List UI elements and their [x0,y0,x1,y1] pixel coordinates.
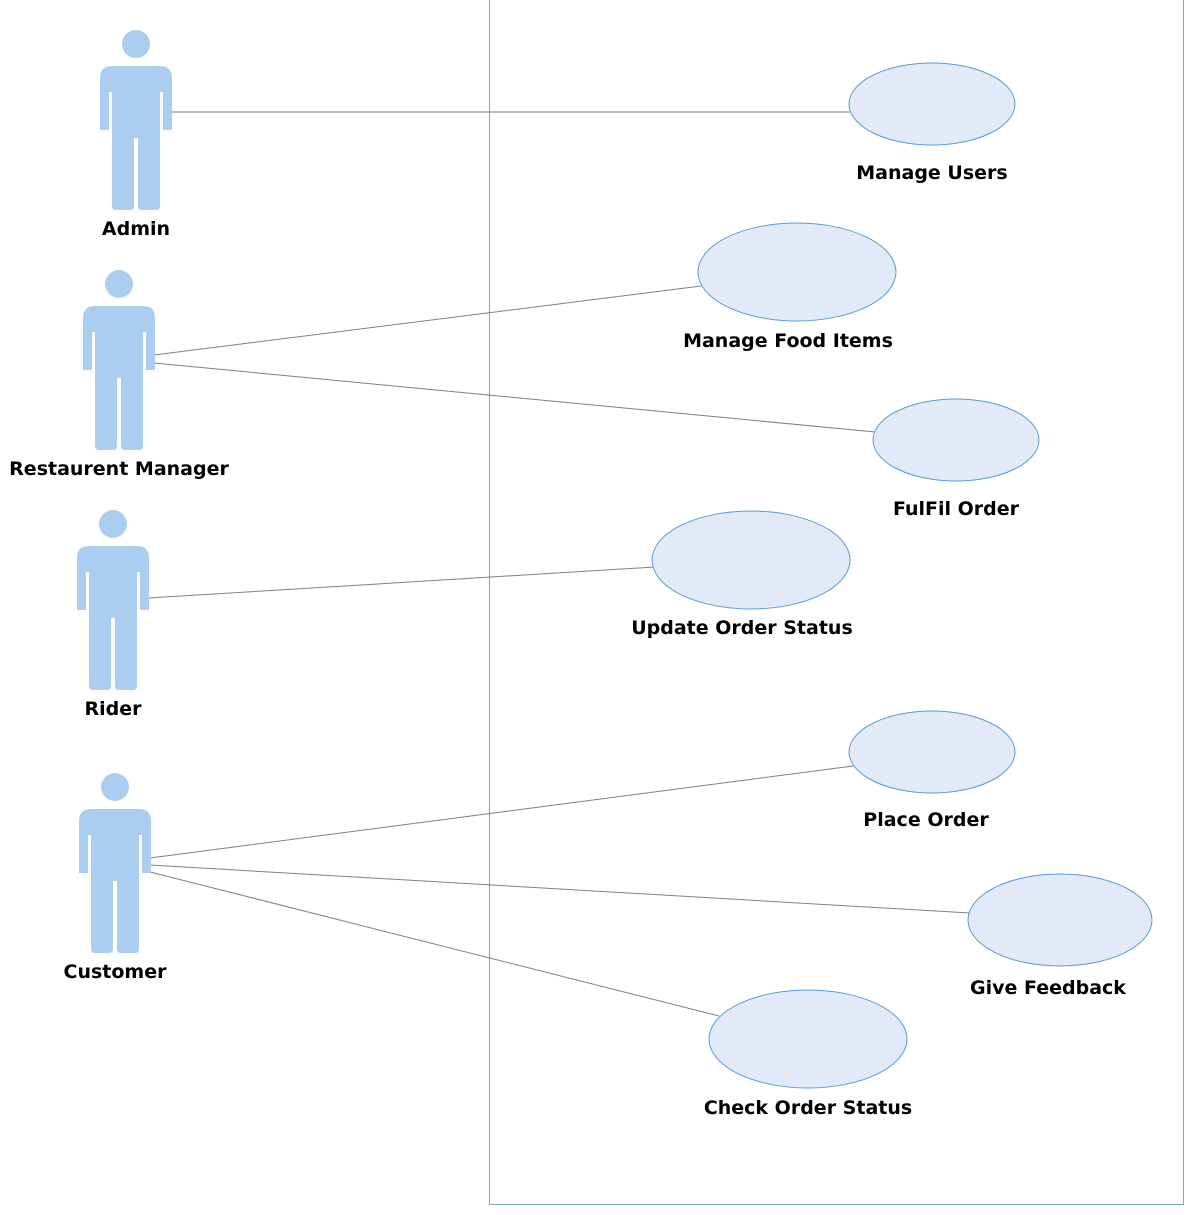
use-case-place-order: Place Order [848,710,1016,831]
actor-label: Rider [85,698,143,720]
actor-body [77,546,149,690]
use-case-label: Manage Users [856,162,1007,184]
use-case-label: FulFil Order [893,498,1020,520]
use-case-label: Manage Food Items [683,330,893,352]
actor-head [99,510,127,538]
actor-body [83,306,155,450]
actor-restaurant-manager: Restaurent Manager [9,270,229,480]
system-boundary [489,0,1184,1205]
association-restaurant-manager-manage-food-items [153,285,702,356]
association-restaurant-manager-fulfil-order [153,362,876,433]
use-case-manage-food-items: Manage Food Items [683,222,897,352]
use-case-ellipse [708,989,908,1089]
use-case-ellipse [872,398,1040,482]
actor-rider: Rider [77,510,149,720]
person-icon [100,30,172,210]
actor-label: Restaurent Manager [9,458,229,480]
association-customer-place-order [149,765,854,859]
use-case-give-feedback: Give Feedback [967,873,1153,999]
use-case-manage-users: Manage Users [848,62,1016,184]
actor-label: Customer [64,961,168,983]
associations [147,111,971,1017]
association-rider-update-order-status [147,566,656,599]
use-case-label: Check Order Status [704,1097,912,1119]
actor-head [122,30,150,58]
actor-customer: Customer [64,773,168,983]
use-case-fulfil-order: FulFil Order [872,398,1040,520]
use-case-label: Give Feedback [970,977,1126,999]
use-case-ellipse [848,62,1016,146]
use-case-ellipse [651,510,851,610]
use-case-ellipse [967,873,1153,967]
actor-body [79,809,151,953]
use-case-update-order-status: Update Order Status [631,510,853,639]
actor-head [101,773,129,801]
person-icon [77,510,149,690]
actor-head [105,270,133,298]
use-case-label: Update Order Status [631,617,853,639]
use-case-check-order-status: Check Order Status [704,989,912,1119]
use-case-ellipse [697,222,897,322]
use-case-label: Place Order [863,809,989,831]
actor-body [100,66,172,210]
person-icon [83,270,155,450]
use-case-ellipse [848,710,1016,794]
association-customer-check-order-status [149,871,720,1017]
association-customer-give-feedback [149,864,971,914]
person-icon [79,773,151,953]
actor-label: Admin [102,218,170,240]
actor-admin: Admin [100,30,172,240]
